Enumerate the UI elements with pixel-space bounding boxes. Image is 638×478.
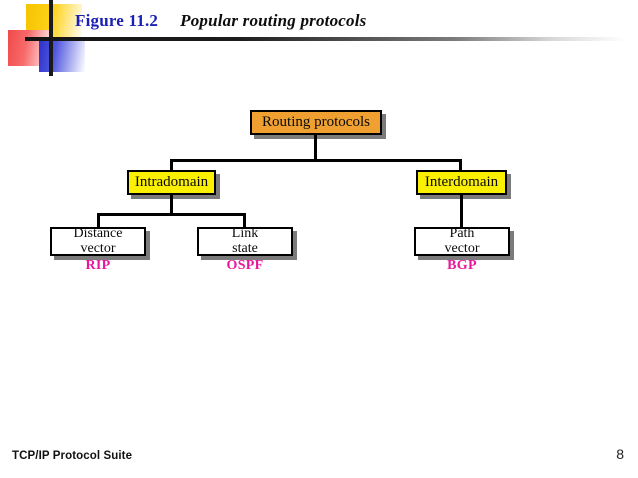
figure-number: Figure 11.2 [75, 11, 159, 30]
decoration-blue-square [39, 38, 85, 72]
node-path-vector-line1: Path [449, 226, 475, 242]
node-intradomain[interactable]: Intradomain [127, 170, 216, 195]
node-link-state-line1: Link [231, 226, 259, 242]
edge-root-bus [170, 159, 462, 162]
node-distance-vector[interactable]: Distance vector [50, 226, 146, 256]
node-path-vector[interactable]: Path vector [414, 226, 510, 256]
node-link-state[interactable]: Link state [197, 226, 293, 256]
edge-root-to-interdomain [459, 159, 462, 173]
node-interdomain-label: Interdomain [424, 173, 499, 190]
node-path-vector-line2: vector [444, 240, 480, 256]
node-distance-vector-line1: Distance [73, 226, 123, 242]
edge-intradomain-stem [170, 195, 173, 215]
routing-protocols-tree: Routing protocols Intradomain Interdomai… [50, 110, 510, 273]
page-title: Figure 11.2 Popular routing protocols [75, 11, 366, 31]
protocol-label-rip: RIP [85, 258, 111, 273]
edge-interdomain-to-path-vector [460, 195, 463, 229]
figure-title: Popular routing protocols [180, 11, 367, 30]
edge-intradomain-to-link-state [243, 213, 246, 229]
edge-root-stem [314, 135, 317, 162]
node-routing-protocols[interactable]: Routing protocols [250, 110, 382, 135]
footer-page-number: 8 [616, 446, 624, 462]
edge-root-to-intradomain [170, 159, 173, 173]
node-routing-protocols-label: Routing protocols [262, 113, 370, 130]
edge-intradomain-to-distance-vector [97, 213, 100, 229]
node-intradomain-label: Intradomain [134, 173, 209, 190]
footer-book-title: TCP/IP Protocol Suite [12, 450, 133, 462]
node-interdomain[interactable]: Interdomain [416, 170, 507, 195]
edge-intradomain-bus [97, 213, 246, 216]
protocol-label-ospf: OSPF [226, 258, 264, 273]
node-link-state-line2: state [232, 240, 258, 256]
node-distance-vector-line2: vector [80, 240, 116, 256]
protocol-label-bgp: BGP [447, 258, 477, 273]
decoration-horizontal-rule [25, 37, 625, 41]
